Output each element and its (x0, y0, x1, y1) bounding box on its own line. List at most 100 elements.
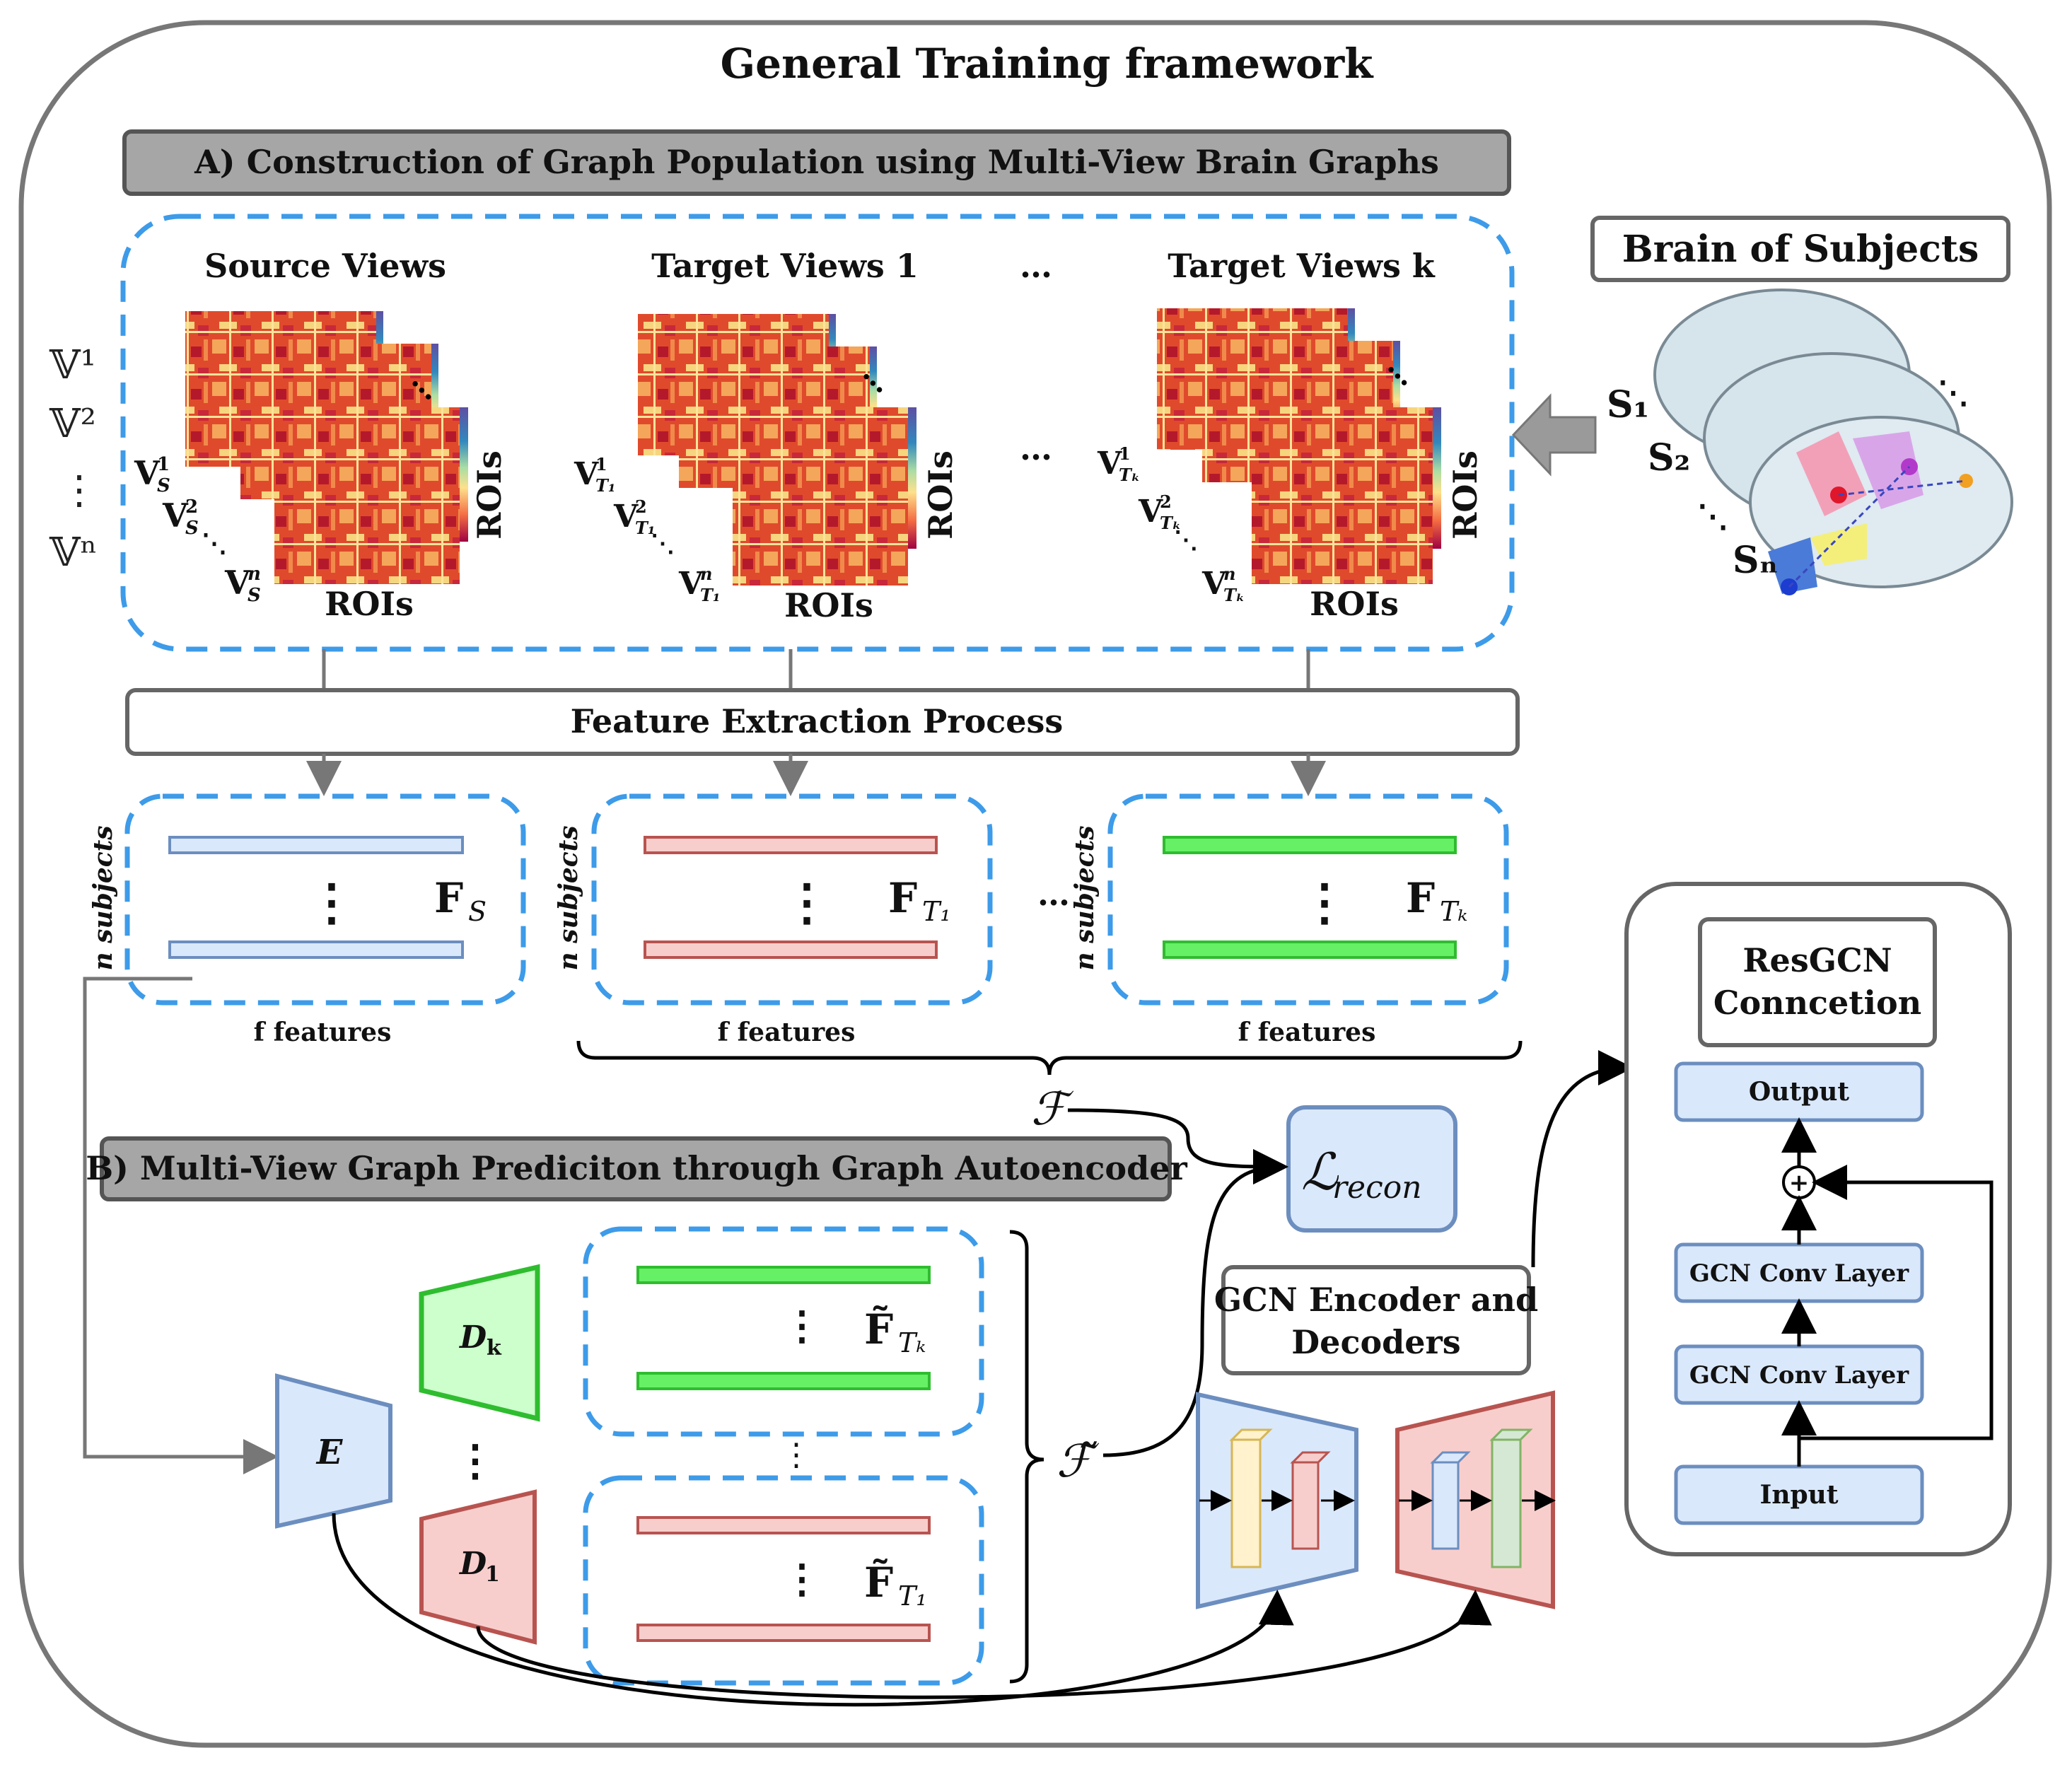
encoder-E (275, 1373, 392, 1529)
feature-extraction-label: Feature Extraction Process (571, 702, 1064, 740)
target1-heatmap-stack: … (638, 314, 916, 586)
svg-text:F: F (888, 874, 917, 922)
pred-box-targetk (583, 1226, 984, 1437)
target-views-1-label: Target Views 1 (651, 247, 919, 285)
decoder-to-gcn-curve (476, 1590, 1492, 1699)
feature-bar-targetk-top (1163, 836, 1457, 854)
decoder-Dk-label: D k (458, 1320, 502, 1361)
decoder-D1-label: D 1 (458, 1546, 500, 1587)
resgcn-output-label: Output (1749, 1077, 1850, 1107)
features-ellipsis: … (1037, 875, 1070, 913)
target1-rois-y: ROIs (921, 450, 960, 540)
feature-box-target1 (591, 793, 993, 1006)
pred-bar-targetk-bottom (636, 1372, 931, 1390)
resgcn-conv1-label: GCN Conv Layer (1689, 1361, 1909, 1390)
mid-ellipsis: … (1020, 429, 1052, 467)
svg-text:1: 1 (485, 1562, 500, 1587)
source-rois-y: ROIs (470, 450, 508, 540)
feature-vdots-targetk: ⋮ (1300, 873, 1349, 931)
encoder-to-gcn-curve (332, 1513, 1294, 1707)
feature-bar-source-bottom (168, 940, 464, 959)
section-a-header-box (122, 129, 1511, 196)
pred-bar-targetk-top (636, 1266, 931, 1284)
svg-text:D: D (458, 1546, 487, 1582)
targetk-heatmap-stack: … (1157, 308, 1441, 584)
svg-text:D: D (458, 1320, 487, 1356)
diagram-title: General Training framework (721, 40, 1375, 88)
svg-text:S: S (157, 475, 170, 496)
pred-brace (1009, 1230, 1044, 1684)
vn-label: 𝕍ⁿ (49, 530, 98, 576)
n-subjects-targetk: n subjects (1070, 825, 1100, 970)
svg-text:n: n (248, 564, 261, 585)
pred-vdots-target1: ⋮ (782, 1556, 822, 1602)
targetk-rois-y: ROIs (1446, 450, 1484, 540)
pred-bar-target1-top (636, 1516, 931, 1534)
source-to-encoder-line (83, 977, 279, 1474)
brain-s1: S₁ (1607, 383, 1649, 426)
pred-between-vdots: ⋮ (781, 1437, 812, 1473)
gcn-decoder (1395, 1390, 1556, 1609)
gcn-label-box (1221, 1265, 1531, 1375)
feature-bar-target1-top (644, 836, 938, 854)
svg-text:T₁: T₁ (700, 585, 720, 605)
resgcn-skip-connection (1799, 1165, 1994, 1440)
brain-dots-right: ⋱ (1938, 375, 1969, 411)
source-rois-x: ROIs (325, 585, 414, 623)
FS-label: F S (434, 874, 487, 927)
gcn-label-line2: Decoders (1291, 1323, 1460, 1361)
pred-FTk-label: F̃ Tₖ (864, 1305, 926, 1358)
section-a-header: A) Construction of Graph Population usin… (194, 143, 1439, 181)
feature-bar-targetk-bottom (1163, 940, 1457, 959)
feature-vdots-source: ⋮ (307, 873, 356, 931)
target-views-k-label: Target Views k (1168, 247, 1436, 285)
feature-extraction-box (125, 688, 1520, 756)
brain-s2: S₂ (1648, 436, 1690, 479)
brain-sn: Sₙ (1733, 539, 1779, 582)
svg-text:n: n (700, 564, 712, 584)
svg-text:Tₖ: Tₖ (898, 1327, 926, 1358)
brain-title: Brain of Subjects (1622, 228, 1979, 271)
resgcn-plus: + (1789, 1169, 1810, 1197)
pred-bar-target1-bottom (636, 1624, 931, 1642)
brain-dots: ⋱ (1697, 499, 1728, 535)
svg-text:V: V (1201, 566, 1227, 602)
svg-text:V: V (574, 456, 599, 492)
brain-to-views-arrow (1511, 393, 1597, 477)
feature-box-targetk (1107, 793, 1509, 1006)
section-b-header-box (100, 1136, 1172, 1201)
gcn-label-line1: GCN Encoder and (1214, 1281, 1538, 1319)
f-features-source: f features (254, 1018, 392, 1047)
svg-text:S: S (248, 585, 261, 606)
targetk-rois-x: ROIs (1310, 585, 1399, 623)
gcn-to-resgcn-arrow (1531, 1050, 1634, 1268)
svg-text:k: k (487, 1336, 502, 1361)
svg-text:n: n (1223, 564, 1235, 584)
decoder-Dk (419, 1264, 540, 1422)
gcn-encoder (1196, 1392, 1358, 1609)
source-views-label: Source Views (204, 247, 446, 285)
FT1-label: F T₁ (888, 874, 951, 927)
targets-brace (576, 1040, 1523, 1076)
svg-text:T₁: T₁ (898, 1580, 927, 1612)
svg-text:V: V (134, 454, 161, 492)
v2-label: 𝕍² (49, 401, 96, 447)
svg-text:Tₖ: Tₖ (1223, 585, 1245, 605)
resgcn-title-line1: ResGCN (1742, 941, 1892, 979)
brain-title-box (1590, 216, 2010, 282)
svg-text:ℒ: ℒ (1301, 1142, 1339, 1201)
feature-bar-source-top (168, 836, 464, 854)
f-features-targetk: f features (1238, 1018, 1376, 1047)
FTk-label: F Tₖ (1406, 874, 1467, 927)
feature-bar-target1-bottom (644, 940, 938, 959)
target1-rois-x: ROIs (784, 586, 873, 624)
svg-text:2: 2 (185, 496, 198, 518)
svg-text:S: S (185, 518, 199, 539)
loss-label: ℒ recon (1301, 1142, 1422, 1206)
views-ellipsis: … (1020, 247, 1052, 285)
loss-box (1286, 1105, 1457, 1233)
encoder-E-label: E (315, 1433, 344, 1472)
svg-text:T₁: T₁ (922, 896, 951, 927)
